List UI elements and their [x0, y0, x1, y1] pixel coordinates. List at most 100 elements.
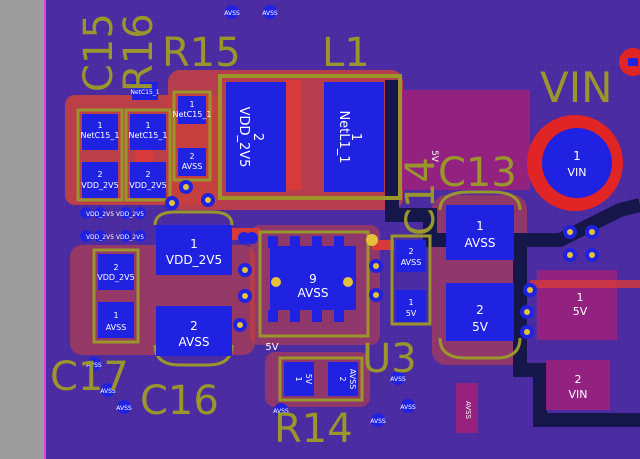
- r16-pad-1: [130, 114, 166, 150]
- r14-pad-2: [328, 362, 358, 396]
- r14-pad-1: [284, 362, 314, 396]
- bottom-pink-pad-net: AVSS: [464, 401, 472, 420]
- svg-text:AVSS: AVSS: [370, 418, 386, 425]
- c13-pad-2: [446, 283, 514, 341]
- u3-pin: [268, 236, 278, 248]
- r15-resistor[interactable]: 1 NetC15_1 2 AVSS: [172, 90, 212, 182]
- right-pad1-number: 1: [577, 291, 584, 304]
- via: [94, 230, 106, 242]
- c17-pad2-net: VDD_2V5: [97, 273, 134, 282]
- via: [134, 230, 146, 242]
- l1-pad-1: [324, 82, 384, 192]
- c13-capacitor[interactable]: 1 AVSS 2 5V: [438, 190, 522, 360]
- svg-text:AVSS: AVSS: [390, 376, 406, 383]
- via-label: VDD_2V5: [116, 234, 144, 241]
- c17-pad2-number: 2: [113, 263, 118, 272]
- r16-resistor[interactable]: 1 NetC15_1 2 VDD_2V5: [124, 108, 172, 202]
- c14-outline: [390, 234, 432, 326]
- silkscreen-designators: C15 R16 R15 L1 VIN C14 C13 C17 C16 U3 R1…: [50, 13, 613, 452]
- red-trace-l1: [284, 80, 302, 190]
- u3-ic[interactable]: 9 AVSS: [258, 230, 370, 338]
- r15-pad2-number: 2: [189, 152, 194, 161]
- right-pad-2: [546, 360, 610, 410]
- via-row-vdd: VDD_2V5 VDD_2V5 VDD_2V5 VDD_2V5: [80, 207, 146, 242]
- c17-capacitor[interactable]: 2 VDD_2V5 1 AVSS: [92, 248, 140, 344]
- c16-pad-1: [156, 225, 232, 275]
- designator-r16: R16: [116, 13, 162, 92]
- r14-pad2-number: 2: [338, 376, 347, 381]
- r14-resistor[interactable]: 1 5V 2 AVSS: [278, 356, 364, 402]
- r14-pad1-net: 5V: [304, 374, 313, 385]
- c16-outline-top: [153, 210, 234, 226]
- l1-pad-2: [226, 82, 286, 192]
- u3-pin: [290, 310, 300, 322]
- vin-pad-number: 1: [573, 149, 581, 163]
- net-5v-label: 5V: [265, 342, 278, 353]
- c14-zone-net: 5V: [429, 150, 439, 163]
- red-trace-u3-right: [372, 240, 394, 250]
- c14-pad1-number: 1: [408, 298, 413, 307]
- vin-pad-group[interactable]: 1 VIN: [527, 115, 623, 211]
- c17-outline: [92, 248, 140, 344]
- c13-pad-1: [446, 205, 514, 260]
- board-edge-area: [0, 0, 44, 459]
- via-label: VDD_2V5: [86, 211, 114, 218]
- c15-pad1-number: 1: [97, 121, 102, 130]
- svg-text:AVSS: AVSS: [262, 10, 278, 17]
- r16-outline: [124, 108, 172, 202]
- c15-pad2-net: VDD_2V5: [81, 181, 118, 190]
- c13-pad1-net: AVSS: [465, 236, 496, 250]
- u3-pad9-net: AVSS: [298, 286, 329, 300]
- c13-pad2-number: 2: [476, 303, 484, 317]
- u3-pin: [290, 236, 300, 248]
- c15-capacitor[interactable]: 1 NetC15_1 2 VDD_2V5: [76, 108, 124, 202]
- via-label: VDD_2V5: [86, 234, 114, 241]
- c14-pad-2: [396, 240, 426, 272]
- r15-pad1-net: NetC15_1: [173, 110, 212, 119]
- c14-pad2-number: 2: [408, 247, 413, 256]
- svg-text:AVSS: AVSS: [400, 404, 416, 411]
- vin-pad-net: VIN: [568, 166, 587, 179]
- red-trace-right: [530, 280, 640, 288]
- c17-pad-2: [98, 254, 134, 290]
- via: [120, 207, 132, 219]
- l1-pad1-net: NetL1_1: [336, 110, 351, 163]
- c15-outline: [76, 108, 124, 202]
- via: [80, 207, 92, 219]
- designator-vin: VIN: [540, 63, 613, 112]
- u3-pad-9: [270, 246, 356, 310]
- r16-pad-2: [130, 162, 166, 198]
- r15-pad2-net: AVSS: [182, 162, 203, 171]
- right-connector[interactable]: 1 5V 2 VIN: [546, 291, 610, 410]
- c16-pad1-number: 1: [190, 237, 198, 251]
- r15-pad1-number: 1: [189, 100, 194, 109]
- c16-pad2-number: 2: [190, 319, 198, 333]
- c17-pad1-net: AVSS: [106, 323, 127, 332]
- vin-hole-inner: [628, 58, 638, 66]
- l1-pad2-label: 2: [250, 133, 265, 141]
- dark-trace-bottom: [513, 245, 640, 427]
- svg-text:AVSS: AVSS: [116, 405, 132, 412]
- l1-inductor[interactable]: 2 VDD_2V5 1 NetL1_1: [218, 74, 402, 200]
- designator-c16: C16: [140, 378, 219, 424]
- r15-pad-2: [178, 148, 206, 176]
- r16-pad2-number: 2: [145, 170, 150, 179]
- pink-zone-c14: [395, 90, 530, 190]
- r16-top-pad-net: NetC15_1: [130, 89, 159, 96]
- u3-pin: [334, 310, 344, 322]
- c16-capacitor[interactable]: 1 VDD_2V5 2 AVSS: [153, 210, 234, 367]
- c13-outline-bottom: [438, 337, 522, 360]
- designator-c14: C14: [398, 157, 444, 236]
- c14-capacitor[interactable]: 2 AVSS 1 5V: [390, 234, 432, 326]
- c16-pad2-net: AVSS: [179, 335, 210, 349]
- r16-pad2-net: VDD_2V5: [129, 181, 166, 190]
- via: [80, 230, 92, 242]
- u3-pad9-number: 9: [309, 272, 317, 286]
- r14-pad1-number: 1: [294, 376, 303, 381]
- via-grid-right: [520, 225, 599, 339]
- u3-outline: [258, 230, 370, 338]
- c14-pad2-net: AVSS: [401, 258, 422, 267]
- right-pad2-number: 2: [575, 373, 582, 386]
